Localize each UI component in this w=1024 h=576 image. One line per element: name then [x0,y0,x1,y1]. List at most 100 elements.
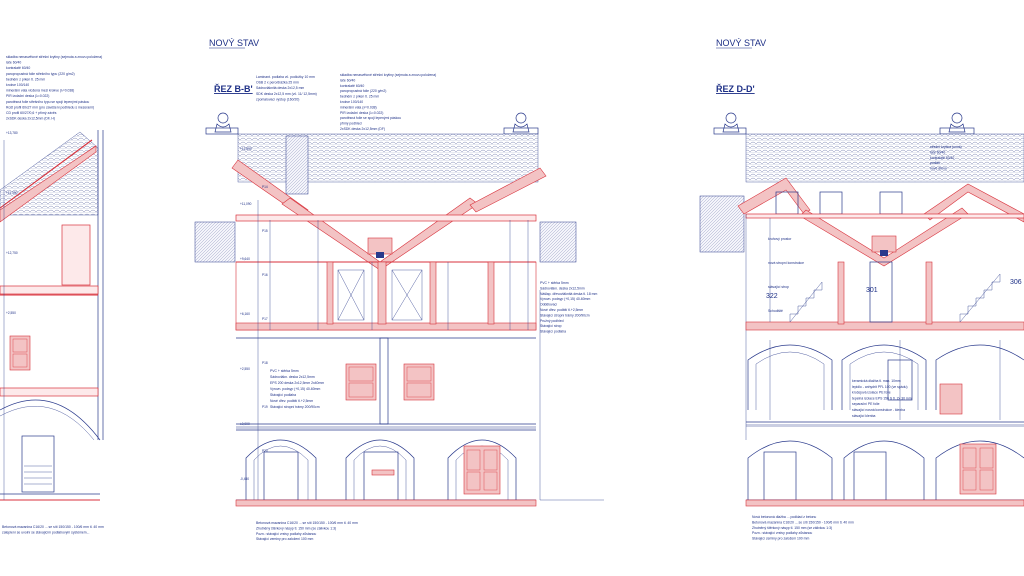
b-ground-slab [235,499,537,507]
room-label: Schodiště [768,309,783,313]
section-b-panel: NOVÝ STAV ŘEZ B-B' Laminant. podlaha vč.… [194,38,604,541]
d-staircase-left [789,281,823,323]
b-roof-tiles [237,133,539,183]
room-tag: P19 [262,405,268,409]
note-line: CD profil 60/27/0,6 + přímý závěs [6,111,57,115]
left-door [9,335,31,371]
d-door-ground-3 [959,443,997,495]
callout-line: stávající klenba [852,414,875,418]
note-line: Betonová mazanina C16/20 ... se sítí 150… [2,525,104,529]
note-line: SDK deska 2x12,5 mm (vč. 11/ 12,5mm) [256,92,317,96]
callout-line: Pružný podhled [540,319,564,323]
b-ground-arches [245,439,517,500]
level-mark: +12,890 [240,147,252,151]
callout-line: Stávající podlaha [540,330,566,334]
callout-line: Vyrovn. podsyp (+0,15) 40-60mm [540,297,590,301]
note-line: minerální vata vložená mezi krokve (λ=0.… [6,89,74,93]
note-line: skladba nenasvětové střešní krytiny (sej… [340,73,436,77]
note-line: nové dřevo [930,167,947,171]
level-mark: +2,550 [6,311,16,315]
d-attic-slab [745,321,1024,331]
note-line: Zhutněný štěrkový násyp tl. 150 mm (se z… [256,526,336,530]
level-mark: +11,090 [240,202,252,206]
room-number-322: 322 [766,293,778,300]
note-line: laťe 60/40 [930,150,945,154]
note-line: Nová betonová dlažba ... podklad z beton… [752,515,816,519]
room-tag: P20 [262,449,268,453]
note-line: bednění z prken tl. 25 mm [340,95,379,99]
callout-line: PVC + stěrka 5mm [270,369,299,373]
section-d-notes-bottom: Nová betonová dlažba ... podklad z beton… [752,515,854,541]
section-d-title: NOVÝ STAV [716,38,766,48]
section-b-label: ŘEZ B-B' [214,83,253,94]
note-line: paropropustná folie střešního typu (220 … [6,72,75,76]
d-dormer-left [737,177,811,215]
note-line: laťe 60/40 [6,61,21,65]
note-line: Betonová mazanina C16/20 ... se sítí 150… [752,520,854,524]
b-attic-door-2 [391,269,423,321]
left-notes-bottom: Betonová mazanina C16/20 ... se sítí 150… [2,525,104,534]
d-ground-vaults [747,440,1024,500]
room-label: stávající strop [768,285,789,289]
callout-line: PVC + stěrka 5mm [540,281,569,285]
note-line: OSB 2 x pero/drážka 25 mm [256,81,299,85]
level-mark: -0,450 [240,477,249,481]
d-ground-slab [745,499,1024,507]
callout-line: Nášlap. dřevovláknitá deska tl. 18 mm [540,292,597,296]
section-b-notes-bottom: Betonová mazanina C16/20 ... se sítí 150… [256,521,358,541]
level-mark: +6,160 [240,312,250,316]
section-d-label: ŘEZ D-D' [716,83,755,94]
callout-line: Stávající stropní trámy 200/90cm [270,405,320,409]
d-door-ground-1 [763,451,797,501]
room-label: kruhový prostor [768,237,792,241]
callout-line: stávající nosná konstrukce - klenba [852,408,905,412]
callout-line: Nové dřev. podbití tl.+2,5mm [270,399,313,403]
b-valley-roof [281,197,479,271]
note-line: střešní krytina (nová) [930,145,962,149]
b-door-2f [345,363,377,401]
note-line: parotěsná folie se spoji lepenými páskou [340,116,401,120]
room-number-306: 306 [1010,279,1022,286]
callout-line: Oddělovací [540,303,557,307]
callout-line: Stávající stropní trámy 200/90cm [540,313,590,317]
note-line: PIR izolační deska (λ=0.022) [6,94,49,98]
callout-line: EPS 200 deska 2x12,5mm 2x40mm [270,381,324,385]
note-line: kontralatě 60/40 [6,66,30,70]
level-mark: +11,390 [6,191,18,195]
d-attic-door [869,261,893,323]
callout-line: Stávající podlaha [270,393,296,397]
callout-line: tepelná izolace EPS 150 S tl. 2x 30 mm [852,396,912,400]
d-ornament-right [939,112,975,135]
d-middle-vaults [747,344,1024,410]
callout-line: Stávající strop [540,324,562,328]
b-door-2f-b [403,363,435,401]
note-line: přímý podhled [340,122,362,126]
note-line: 2xSDK deska 2x12,5mm (DF, H) [6,117,55,121]
section-d-panel: NOVÝ STAV ŘEZ D-D' [699,38,1024,541]
note-line: paropropustná folie (220 g/m2) [340,89,386,93]
d-staircase-right [959,273,1001,323]
note-line: krokve 100/140 [340,100,363,104]
note-line: 2xSDK deska 2x12,5mm (DF) [340,127,385,131]
note-line: Pozn.: stávající vrstvy podlahy zůstanou [256,532,316,536]
b-attic-door-1 [337,269,365,321]
section-d-notes-top: střešní krytina (nová)laťe 60/40 kontrala… [930,145,962,171]
room-tag: P18 [262,361,268,365]
note-line: Stávající zeminy pro založení 100 mm [752,537,809,541]
note-line: kontralatě 60/40 [930,156,954,160]
room-tag: P17 [262,317,268,321]
note-line: parotěsná folie střešního typu se spoji … [6,100,89,104]
note-line: PIR izolační deska (λ=0.022) [340,111,383,115]
level-mark: +12,750 [6,251,18,255]
b-right-parapet [539,221,577,263]
room-tag: P16 [262,273,268,277]
left-attic-floor [0,285,99,295]
left-partial-section: skladba nenasvětové střešní krytiny (sej… [0,55,104,534]
note-line: Laminant. podlaha vč. podložky 10 mm [256,75,315,79]
callout-line: Sádrovlákn. deska 2x12,5mm [540,286,585,290]
